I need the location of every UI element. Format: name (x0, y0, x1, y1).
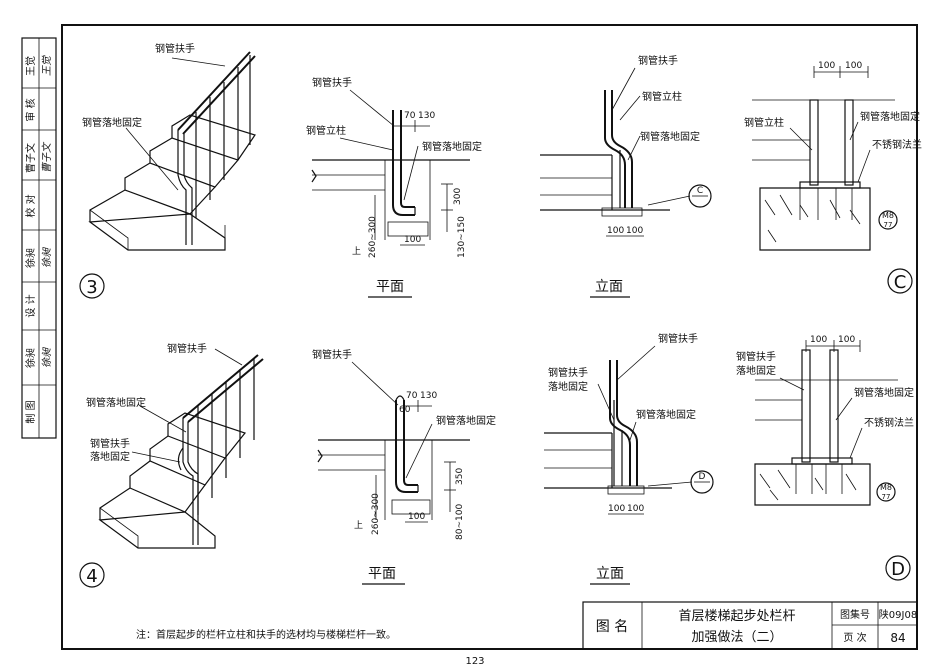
detail-d-rail-fix-1: 钢管扶手 (736, 350, 776, 363)
elev4-dim-100b: 100 (627, 504, 644, 514)
iso4-handrail-label: 钢管扶手 (167, 342, 207, 355)
detail-d-dim-100b: 100 (838, 335, 855, 345)
elev3-floor-fix-label: 钢管落地固定 (640, 130, 700, 143)
plan3-dim-130-150: 130~150 (457, 216, 467, 258)
elev4-handrail-label: 钢管扶手 (658, 332, 698, 345)
detail-c-number: C (894, 272, 907, 293)
detail-d-dim-100a: 100 (810, 335, 827, 345)
plan4-dim-350: 350 (455, 468, 465, 485)
sidebar-signature-7: 徐昶 (41, 346, 53, 368)
sidebar-label-1: 王觉 (25, 56, 37, 76)
detail-d-bolt-sub: 77 (882, 493, 891, 501)
plan4-dim-130: 130 (420, 391, 437, 401)
sidebar-label-8: 制 图 (24, 400, 37, 423)
elev3-handrail-label: 钢管扶手 (638, 54, 678, 67)
note-text: 注：首层起步的栏杆立柱和扶手的选材均与楼梯栏杆一致。 (136, 628, 396, 641)
detail-3-number: 3 (79, 273, 105, 299)
plan3-dim-130: 130 (418, 111, 435, 121)
detail-3-elevation: 钢管扶手 钢管立柱 钢管落地固定 100 100 C 立面 (540, 54, 712, 298)
elev4-rail-fix-1: 钢管扶手 (548, 366, 588, 379)
plan3-dim-260-300: 260~300 (368, 216, 378, 258)
plan3-dim-100: 100 (404, 235, 421, 245)
approval-sidebar: 王觉 王觉 审 核 曹子文 曹子文 校 对 徐昶 徐昶 设 计 徐昶 徐昶 制 … (21, 37, 57, 439)
detail-d-rail-fix-2: 落地固定 (736, 364, 776, 377)
sidebar-label-2: 审 核 (24, 98, 37, 121)
plan4-dim-60: 60 (399, 405, 411, 415)
detail-d: 100 100 钢管扶手 落地固定 钢管落地固定 不锈钢法兰 M8 77 D (736, 335, 914, 581)
elev3-callout (688, 184, 712, 208)
detail-c: 100 100 钢管立柱 钢管落地固定 不锈钢法兰 M8 77 C (744, 61, 922, 294)
detail-c-bolt-sub: 77 (884, 221, 893, 229)
title-block-page-label: 页 次 (843, 631, 866, 644)
plan4-dim-80-100: 80~100 (455, 504, 465, 540)
plan4-handrail-label: 钢管扶手 (312, 348, 352, 361)
detail-c-dim-100b: 100 (845, 61, 862, 71)
detail-3-plan: 70 130 300 130~150 260~300 100 上 钢管扶手 钢管… (306, 76, 482, 298)
detail-3-isometric: 钢管扶手 钢管落地固定 (82, 42, 256, 251)
title-block-atlas-label: 图集号 (840, 608, 870, 621)
title-block-title-1: 首层楼梯起步处栏杆 (678, 609, 795, 624)
detail-d-bolt-label: M8 (880, 483, 892, 492)
elev3-post-label: 钢管立柱 (642, 90, 682, 103)
detail-4-number: 4 (79, 562, 105, 588)
plan3-dim-70: 70 (404, 111, 416, 121)
elev4-rail-fix-2: 落地固定 (548, 380, 588, 393)
title-block-tuming-label: 图 名 (596, 619, 628, 635)
sidebar-label-4: 校 对 (24, 194, 37, 217)
elev3-dim-100a: 100 (607, 226, 624, 236)
title-block: 图 名 首层楼梯起步处栏杆 加强做法（二） 图集号 陕09J08 页 次 84 (582, 601, 918, 650)
detail-d-flange-label: 不锈钢法兰 (864, 416, 914, 429)
detail-4-number-text: 4 (86, 566, 97, 587)
detail-4-elevation: 钢管扶手 钢管扶手 落地固定 钢管落地固定 100 100 D 立面 (544, 332, 714, 585)
sidebar-label-3: 曹子文 (24, 143, 37, 173)
sidebar-signature-5: 徐昶 (41, 246, 53, 268)
plan3-floor-fix-label: 钢管落地固定 (422, 140, 482, 153)
iso3-floor-fix-label: 钢管落地固定 (82, 116, 142, 129)
elev4-dim-100a: 100 (608, 504, 625, 514)
detail-d-floor-fix-label: 钢管落地固定 (854, 386, 914, 399)
plan3-post-label: 钢管立柱 (306, 124, 346, 137)
page-number: 123 (465, 656, 484, 667)
plan3-dim-300: 300 (453, 188, 463, 205)
elev3-title: 立面 (595, 279, 623, 295)
title-block-title-2: 加强做法（二） (691, 630, 782, 645)
elev4-callout-text: D (699, 472, 706, 482)
detail-c-floor-fix-label: 钢管落地固定 (860, 110, 920, 123)
elev4-floor-fix-label: 钢管落地固定 (636, 408, 696, 421)
detail-3-number-text: 3 (86, 277, 97, 298)
iso4-rail-fix-1: 钢管扶手 (90, 437, 130, 450)
plan3-handrail-label: 钢管扶手 (312, 76, 352, 89)
plan3-title: 平面 (376, 279, 404, 295)
sidebar-signature-3: 曹子文 (41, 141, 53, 173)
detail-4-plan: 70 130 60 350 80~100 260~300 100 上 钢管扶手 … (312, 348, 496, 585)
sidebar-label-6: 设 计 (24, 294, 37, 317)
elev4-callout (690, 470, 714, 494)
sidebar-label-5: 徐昶 (24, 248, 37, 268)
iso4-rail-fix-2: 落地固定 (90, 450, 130, 463)
title-block-page-number: 84 (890, 631, 905, 645)
detail-4-isometric: 钢管扶手 钢管落地固定 钢管扶手 落地固定 (86, 342, 264, 549)
plan3-up: 上 (352, 246, 361, 257)
title-block-atlas-number: 陕09J08 (879, 608, 917, 621)
sidebar-signature-1: 王觉 (41, 55, 53, 76)
elev4-title: 立面 (596, 566, 624, 582)
iso3-handrail-label: 钢管扶手 (155, 42, 195, 55)
elev3-callout-text: C (697, 186, 703, 196)
sheet-border (61, 24, 918, 650)
sidebar-label-7: 徐昶 (24, 348, 37, 368)
iso4-floor-fix-label: 钢管落地固定 (86, 396, 146, 409)
detail-c-bolt-label: M8 (882, 211, 894, 220)
detail-c-post-label: 钢管立柱 (744, 116, 784, 129)
plan4-dim-100: 100 (408, 512, 425, 522)
plan4-dim-260-300: 260~300 (371, 493, 381, 535)
plan4-dim-70: 70 (406, 391, 418, 401)
plan4-title: 平面 (368, 566, 396, 582)
detail-c-dim-100a: 100 (818, 61, 835, 71)
detail-c-flange-label: 不锈钢法兰 (872, 138, 922, 151)
plan4-floor-fix-label: 钢管落地固定 (436, 414, 496, 427)
plan4-up: 上 (354, 520, 363, 531)
elev3-dim-100b: 100 (626, 226, 643, 236)
detail-d-number: D (891, 559, 905, 580)
